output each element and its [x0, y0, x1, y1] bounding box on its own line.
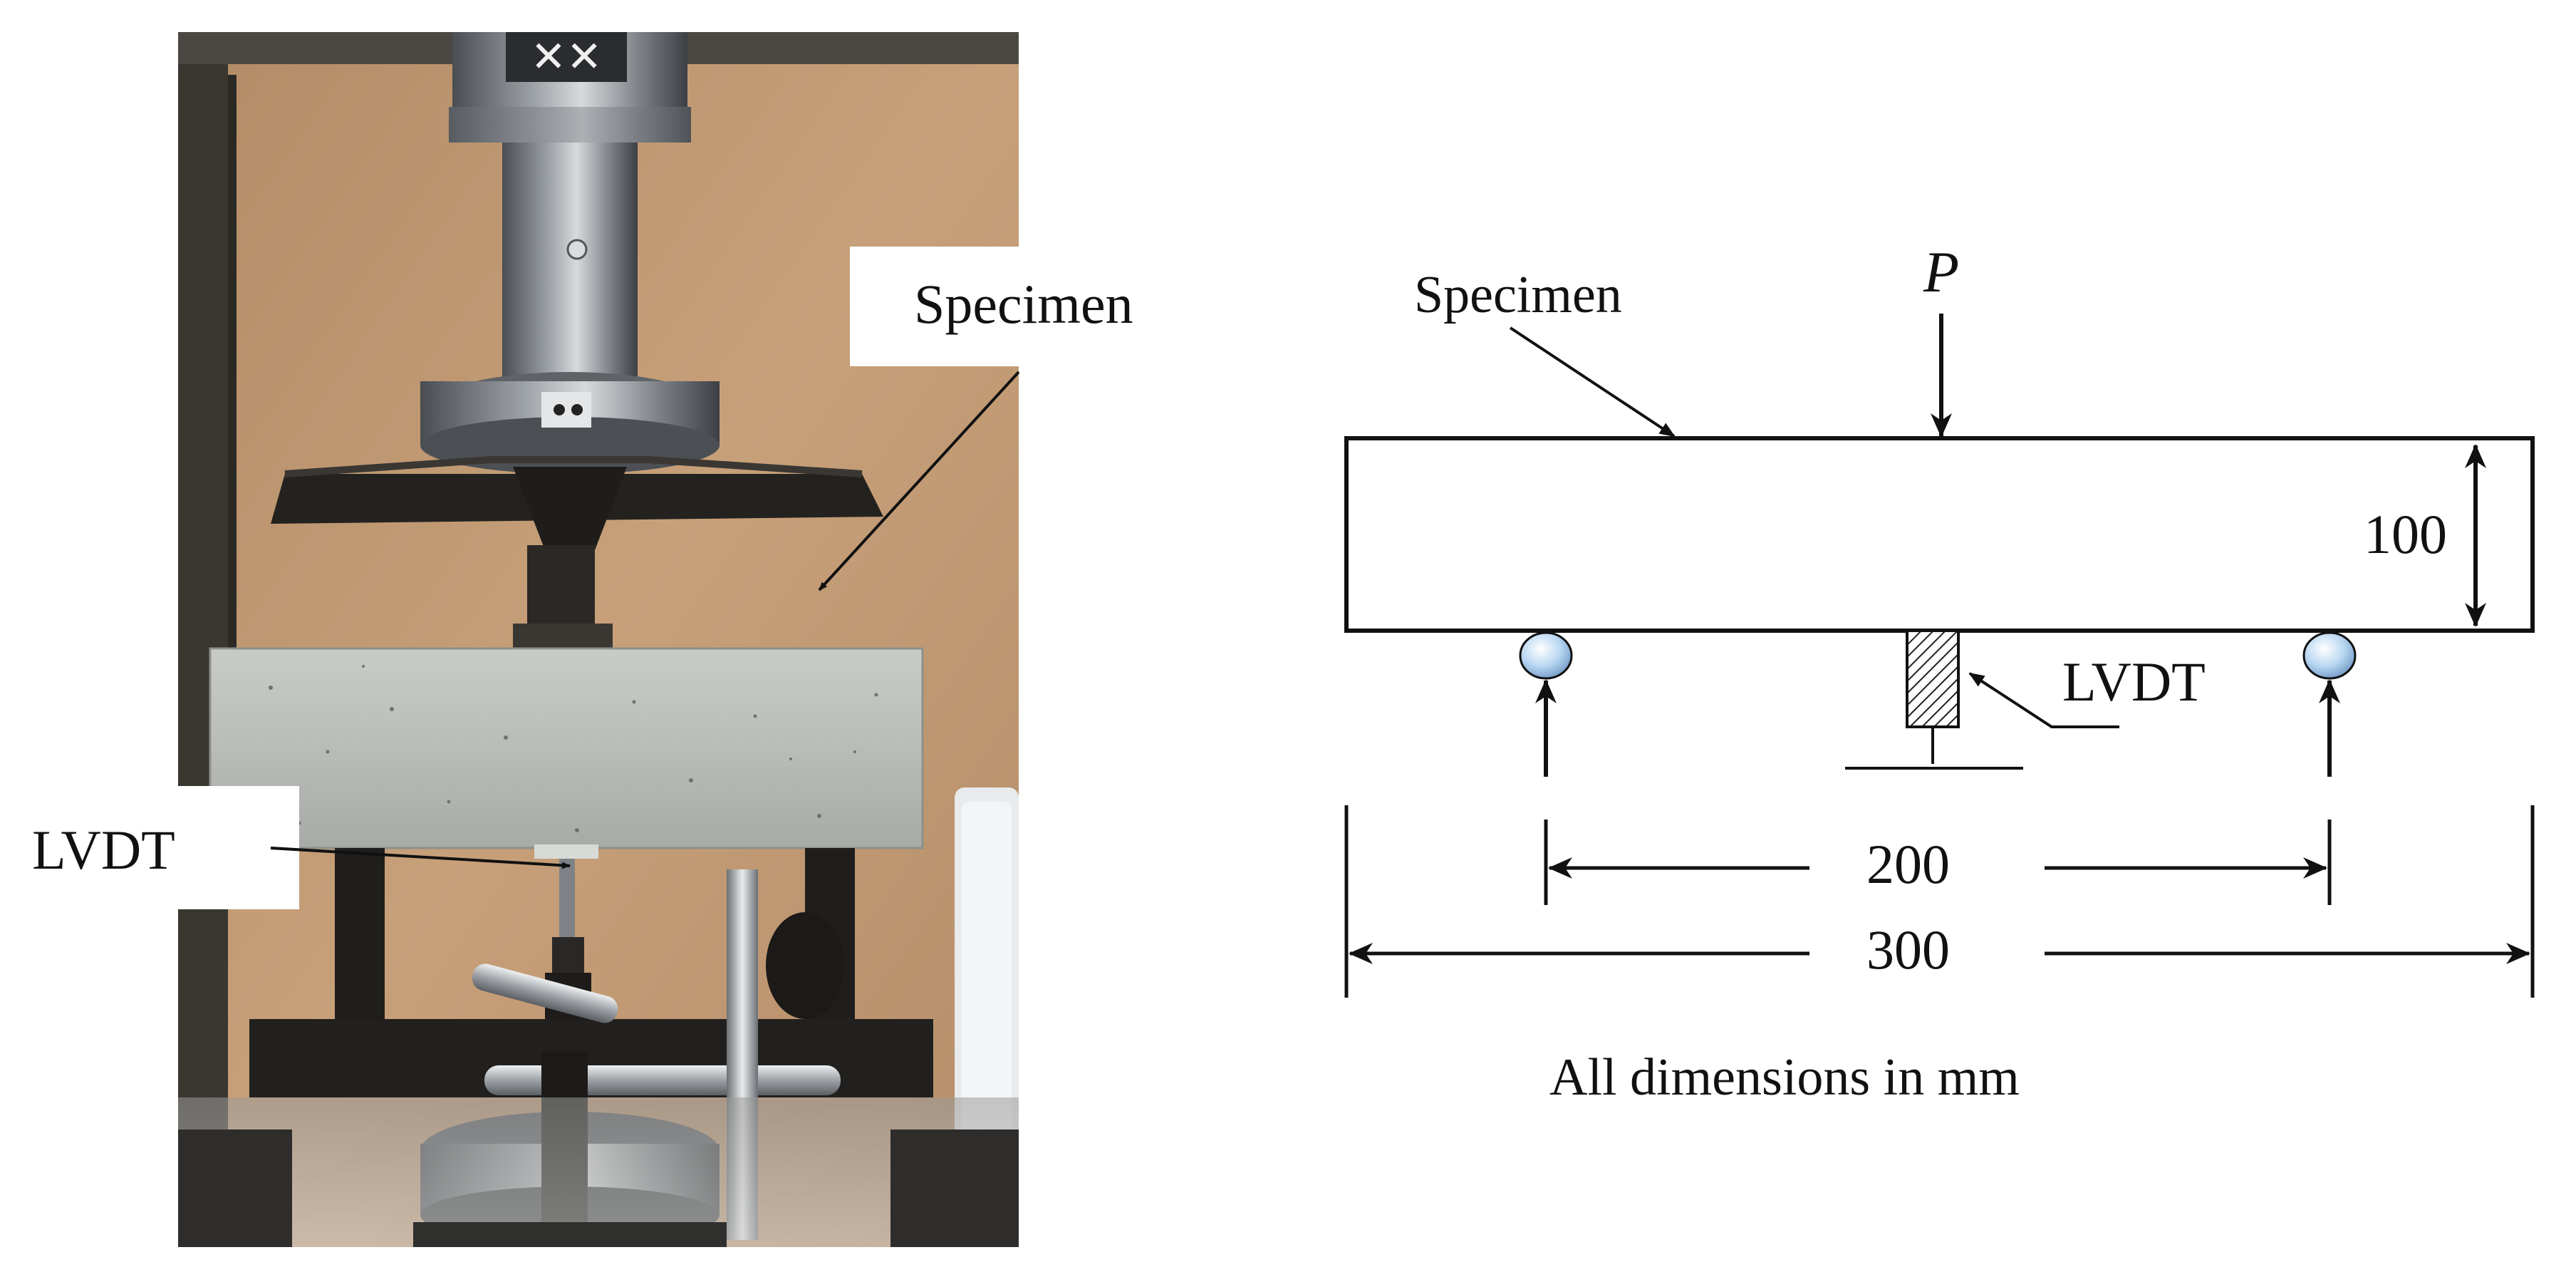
left-roller-support: [1519, 631, 1573, 680]
lvdt-schematic-label: LVDT: [2062, 651, 2206, 713]
photo-lvdt-label: LVDT: [32, 819, 175, 881]
length-dimension-label: 300: [1866, 919, 1950, 981]
photo-specimen-label: Specimen: [914, 273, 1133, 335]
units-note: All dimensions in mm: [1549, 1048, 2020, 1107]
lvdt-leader-line: [1968, 672, 2119, 728]
specimen-label-box: [850, 247, 1156, 366]
load-label: P: [1923, 239, 1960, 304]
specimen-leader-line: [1509, 326, 1676, 438]
lvdt-symbol: [1906, 629, 1960, 728]
right-roller-support: [2302, 631, 2357, 680]
specimen-pointer-arrow: [818, 371, 1020, 591]
lvdt-label-box: [0, 786, 299, 909]
svg-text:✕✕: ✕✕: [531, 32, 603, 82]
test-setup-photo: ✕✕: [178, 32, 1019, 1247]
lvdt-pointer-arrow: [270, 847, 571, 869]
height-dimension-label: 100: [2364, 503, 2447, 565]
schematic-specimen-label: Specimen: [1414, 266, 1622, 324]
specimen-beam: [1344, 436, 2535, 633]
span-dimension-label: 200: [1866, 833, 1950, 895]
